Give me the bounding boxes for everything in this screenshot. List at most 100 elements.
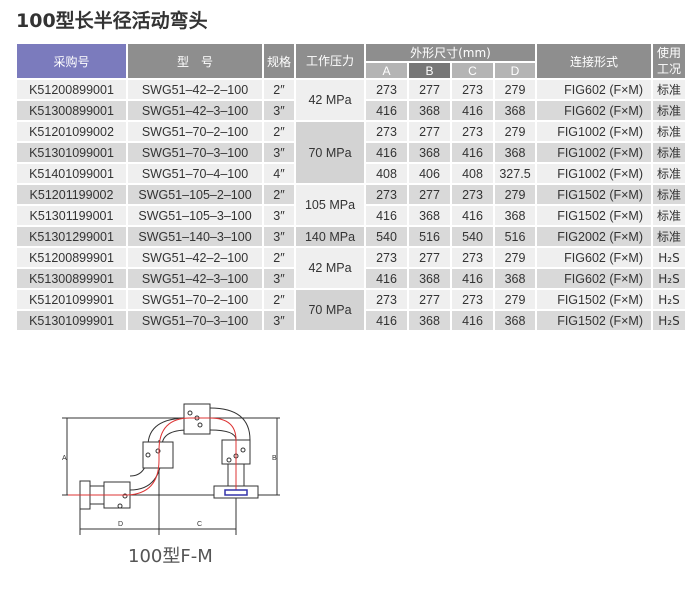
cell-a: 416: [364, 309, 409, 332]
cell-d: 279: [493, 288, 537, 311]
cell-pressure: 42 MPa: [294, 246, 366, 290]
cell-connection: FIG602 (F×M): [535, 78, 653, 101]
header-pressure: 工作压力: [294, 42, 366, 80]
header-size: 规格: [262, 42, 296, 80]
cell-model: SWG51–105–2–100: [126, 183, 264, 206]
cell-connection: FIG602 (F×M): [535, 267, 653, 290]
cell-usage: H₂S: [651, 267, 687, 290]
cell-purchase-no: K51201099901: [15, 288, 128, 311]
cell-b: 516: [407, 225, 452, 248]
cell-c: 540: [450, 225, 495, 248]
cell-pressure: 140 MPa: [294, 225, 366, 248]
cell-purchase-no: K51300899001: [15, 99, 128, 122]
cell-c: 416: [450, 204, 495, 227]
cell-size: 3″: [262, 204, 296, 227]
cell-c: 273: [450, 246, 495, 269]
cell-usage: H₂S: [651, 288, 687, 311]
cell-b: 368: [407, 99, 452, 122]
cell-model: SWG51–42–3–100: [126, 99, 264, 122]
cell-usage: H₂S: [651, 246, 687, 269]
cell-connection: FIG1002 (F×M): [535, 120, 653, 143]
cell-a: 273: [364, 183, 409, 206]
cell-b: 368: [407, 267, 452, 290]
cell-purchase-no: K51200899901: [15, 246, 128, 269]
cell-b: 277: [407, 246, 452, 269]
cell-purchase-no: K51301099001: [15, 141, 128, 164]
cell-purchase-no: K51301099901: [15, 309, 128, 332]
header-b: B: [407, 61, 452, 80]
cell-pressure: 70 MPa: [294, 120, 366, 185]
dim-label-b: B: [272, 455, 277, 462]
cell-purchase-no: K51300899901: [15, 267, 128, 290]
cell-d: 279: [493, 246, 537, 269]
cell-usage: 标准: [651, 162, 687, 185]
cell-d: 368: [493, 99, 537, 122]
cell-c: 416: [450, 309, 495, 332]
cell-connection: FIG1502 (F×M): [535, 288, 653, 311]
cell-purchase-no: K51201199002: [15, 183, 128, 206]
header-d: D: [493, 61, 537, 80]
cell-a: 273: [364, 246, 409, 269]
page-title: 100型长半径活动弯头: [16, 10, 208, 32]
cell-c: 416: [450, 99, 495, 122]
cell-b: 277: [407, 288, 452, 311]
cell-usage: 标准: [651, 225, 687, 248]
cell-a: 416: [364, 99, 409, 122]
cell-d: 279: [493, 183, 537, 206]
cell-size: 3″: [262, 99, 296, 122]
cell-a: 416: [364, 204, 409, 227]
cell-purchase-no: K51200899001: [15, 78, 128, 101]
cell-connection: FIG1002 (F×M): [535, 162, 653, 185]
cell-a: 273: [364, 120, 409, 143]
cell-b: 277: [407, 120, 452, 143]
cell-connection: FIG1502 (F×M): [535, 183, 653, 206]
cell-size: 2″: [262, 246, 296, 269]
cell-b: 368: [407, 204, 452, 227]
cell-usage: 标准: [651, 141, 687, 164]
cell-c: 273: [450, 183, 495, 206]
cell-b: 368: [407, 309, 452, 332]
cell-a: 273: [364, 78, 409, 101]
cell-model: SWG51–70–2–100: [126, 120, 264, 143]
cell-size: 3″: [262, 141, 296, 164]
cell-c: 416: [450, 141, 495, 164]
cell-a: 540: [364, 225, 409, 248]
cell-d: 327.5: [493, 162, 537, 185]
cell-usage: 标准: [651, 120, 687, 143]
cell-model: SWG51–70–2–100: [126, 288, 264, 311]
cell-size: 2″: [262, 78, 296, 101]
cell-pressure: 42 MPa: [294, 78, 366, 122]
cell-purchase-no: K51301299001: [15, 225, 128, 248]
cell-model: SWG51–70–4–100: [126, 162, 264, 185]
cell-d: 279: [493, 78, 537, 101]
cell-model: SWG51–42–3–100: [126, 267, 264, 290]
cell-a: 416: [364, 267, 409, 290]
cell-model: SWG51–140–3–100: [126, 225, 264, 248]
cell-purchase-no: K51401099001: [15, 162, 128, 185]
cell-size: 2″: [262, 183, 296, 206]
cell-purchase-no: K51301199001: [15, 204, 128, 227]
cell-connection: FIG1002 (F×M): [535, 141, 653, 164]
cell-d: 279: [493, 120, 537, 143]
cell-size: 2″: [262, 288, 296, 311]
cell-connection: FIG602 (F×M): [535, 99, 653, 122]
cell-c: 273: [450, 288, 495, 311]
header-a: A: [364, 61, 409, 80]
cell-usage: H₂S: [651, 309, 687, 332]
dim-label-a: A: [62, 455, 67, 462]
cell-d: 368: [493, 309, 537, 332]
cell-size: 2″: [262, 120, 296, 143]
cell-purchase-no: K51201099002: [15, 120, 128, 143]
dim-label-c: C: [197, 521, 202, 528]
cell-size: 3″: [262, 225, 296, 248]
cell-connection: FIG1502 (F×M): [535, 309, 653, 332]
cell-c: 273: [450, 78, 495, 101]
header-dims: 外形尺寸(mm): [364, 42, 537, 63]
cell-usage: 标准: [651, 78, 687, 101]
